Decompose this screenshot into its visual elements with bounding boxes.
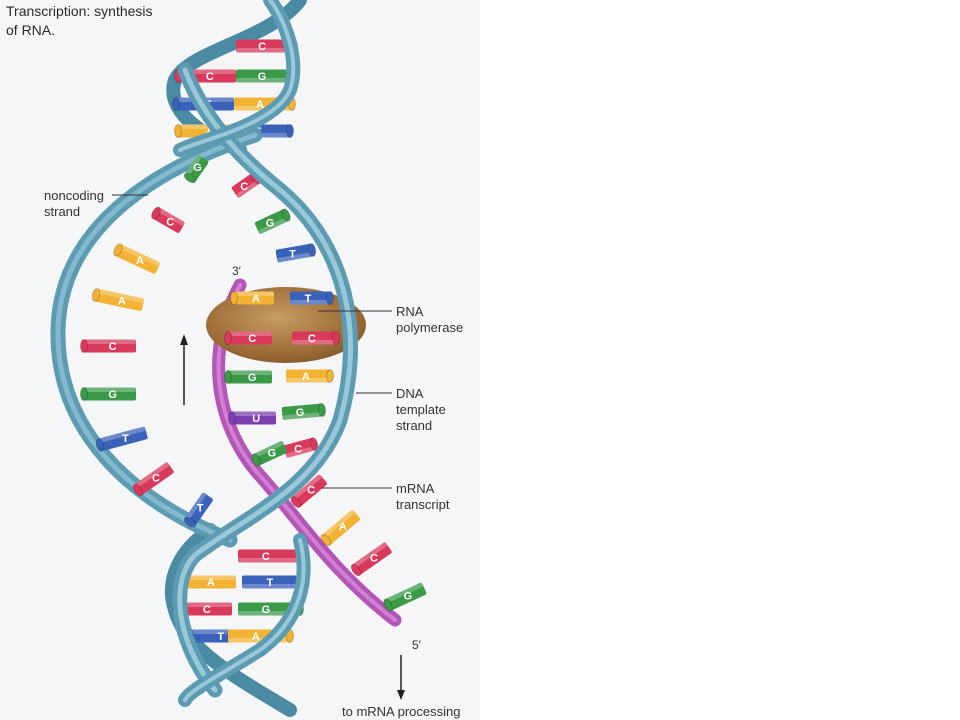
bottom-pair-1-left-letter: A (207, 577, 215, 589)
bottom-pair-3-right-letter: A (252, 631, 260, 643)
template-base-3: T (290, 291, 334, 305)
bottom-pair-1-right: T (242, 575, 308, 589)
top-pair-1-left-letter: C (206, 71, 214, 83)
noncoding-base-2: A (113, 243, 160, 274)
bottom-pair-0-right-letter: C (262, 551, 270, 563)
template-base-4: C (292, 331, 340, 345)
noncoding-base-1-letter: C (166, 216, 174, 228)
noncoding-base-7-letter: C (152, 472, 160, 484)
top-pair-2-right-letter: A (256, 99, 264, 111)
mrna-bases: A C G U G C A C G (224, 291, 427, 612)
bottom-pair-0-right: C (238, 549, 304, 563)
noncoding-base-8-letter: T (197, 503, 204, 515)
bottom-pair-1-right-letter: T (267, 577, 274, 589)
mrna-base-7: C (350, 542, 392, 577)
noncoding-base-3-letter: A (118, 295, 126, 307)
template-base-7: C (283, 437, 319, 458)
mrna-base-0: A (230, 291, 274, 305)
label-rna-polymerase: RNA polymerase (396, 304, 464, 335)
mrna-base-4: G (251, 441, 288, 467)
mrna-base-0-letter: A (252, 293, 260, 305)
noncoding-base-8: T (183, 492, 213, 528)
figure-title: Transcription: synthesis of RNA. (6, 3, 153, 38)
template-bases: C G T T C A G C (231, 171, 340, 458)
noncoding-base-7: C (132, 462, 174, 497)
template-base-5-letter: A (302, 371, 310, 383)
template-base-1: G (254, 208, 291, 234)
label-to-mrna-processing: to mRNA processing (342, 704, 461, 719)
bottom-pair-2-right-letter: G (262, 604, 271, 616)
top-pair-0-right-letter: C (258, 41, 266, 53)
noncoding-base-5: G (80, 387, 136, 401)
template-base-7-letter: C (294, 443, 302, 455)
label-five-prime: 5′ (412, 638, 421, 652)
bottom-pair-2-left-letter: C (203, 604, 211, 616)
mrna-base-5-letter: C (307, 484, 315, 496)
template-base-6: G (281, 403, 327, 420)
mrna-base-8-letter: G (404, 591, 413, 603)
direction-arrowhead (180, 334, 188, 345)
mrna-base-6-letter: A (339, 521, 347, 533)
label-three-prime: 3′ (232, 264, 241, 278)
noncoding-bases: G C A A C G T C T (80, 155, 213, 528)
template-base-2: T (275, 243, 317, 263)
template-base-5: A (286, 369, 334, 383)
transcription-figure: C C G T A A T C A T C G T A G C A A C G T C T C G T T C A G C A C G U G… (0, 0, 480, 720)
noncoding-base-2-letter: A (136, 255, 144, 267)
template-base-6-letter: G (296, 407, 305, 419)
template-base-2-letter: T (289, 248, 296, 260)
noncoding-base-0-letter: G (193, 162, 202, 174)
mrna-base-2: G (224, 370, 272, 384)
mrna-base-3: U (228, 411, 276, 425)
dna-diagram: C C G T A A T C A T C G T A G C A A C G T C T C G T T C A G C A C G U G… (50, 0, 427, 717)
bottom-pair-3-left-letter: T (217, 631, 224, 643)
mrna-base-2-letter: G (248, 372, 257, 384)
label-mrna-transcript: mRNA transcript (396, 481, 450, 512)
noncoding-base-5-letter: G (108, 389, 117, 401)
label-noncoding-strand: noncoding strand (44, 188, 104, 219)
noncoding-base-6-letter: T (122, 433, 129, 445)
template-base-0-letter: C (240, 181, 248, 193)
noncoding-base-4: C (80, 339, 136, 353)
processing-arrowhead (397, 690, 405, 700)
mrna-base-4-letter: G (268, 448, 277, 460)
template-base-4-letter: C (308, 333, 316, 345)
mrna-base-3-letter: U (252, 413, 260, 425)
noncoding-base-3: A (91, 288, 144, 311)
mrna-base-7-letter: C (370, 552, 378, 564)
mrna-base-8: G (383, 582, 427, 612)
label-dna-template-strand: DNA template strand (396, 386, 446, 433)
noncoding-base-0: G (183, 155, 209, 184)
mrna-base-5: C (290, 474, 327, 508)
top-pair-1-right-letter: G (258, 71, 267, 83)
noncoding-base-1: C (151, 206, 185, 233)
template-base-3-letter: T (305, 293, 312, 305)
mrna-base-1: C (224, 331, 272, 345)
template-base-1-letter: G (266, 217, 275, 229)
mrna-base-1-letter: C (248, 333, 256, 345)
mrna-base-6: A (320, 510, 361, 546)
noncoding-base-6: T (95, 426, 148, 452)
noncoding-base-4-letter: C (109, 341, 117, 353)
